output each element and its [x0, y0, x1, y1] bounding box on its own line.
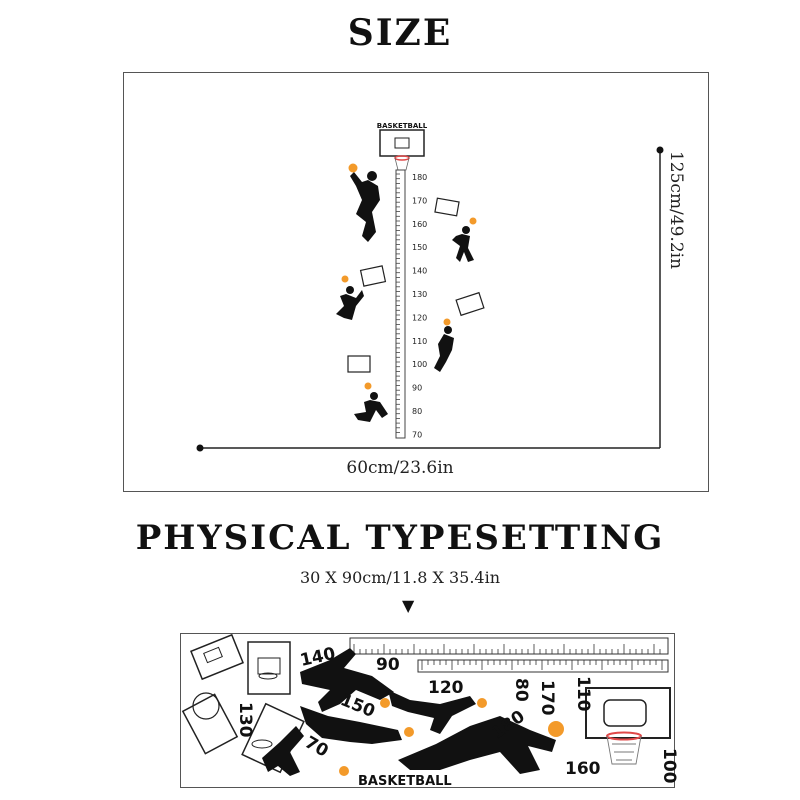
width-dimension-line — [196, 444, 660, 452]
ruler-tick-label: 110 — [412, 337, 427, 346]
sheet-number: 90 — [376, 655, 400, 675]
basketball-icon — [469, 217, 477, 225]
basketball-hoop-icon — [379, 129, 425, 171]
basketball-player-silhouette-icon — [434, 326, 454, 372]
size-title: SIZE — [347, 12, 453, 54]
basketball-icon — [380, 698, 390, 708]
basketball-icon — [348, 163, 358, 173]
ruler-tick-label: 120 — [412, 313, 427, 322]
ruler-tick-label: 100 — [412, 360, 427, 369]
basketball-player-silhouette-icon — [336, 286, 364, 320]
basketball-player-silhouette-icon — [262, 726, 304, 776]
basketball-icon — [339, 766, 349, 776]
basketball-player-silhouette-icon — [350, 171, 380, 242]
basketball-hoop-icon — [455, 291, 485, 317]
ruler-tick-label: 140 — [412, 267, 427, 276]
backboard-label: BASKETBALL — [377, 122, 428, 130]
basketball-hoop-icon — [347, 355, 371, 373]
basketball-hoop-icon — [359, 265, 387, 287]
height-dimension-line — [656, 146, 664, 448]
sheet-number: 80 — [511, 678, 531, 702]
height-ruler — [395, 169, 406, 439]
physical-dimensions: 30 X 90cm/11.8 X 35.4in — [299, 568, 501, 587]
basketball-icon — [443, 318, 451, 326]
sheet-ruler — [349, 637, 669, 673]
basketball-player-silhouette-icon — [388, 690, 476, 734]
sheet-number: 120 — [428, 678, 464, 698]
basketball-icon — [364, 382, 372, 390]
basketball-hoop-icon — [585, 687, 671, 765]
sheet-number: 160 — [565, 759, 601, 779]
basketball-icon — [341, 275, 349, 283]
ruler-tick-label: 90 — [412, 384, 422, 393]
ruler-tick-label: 70 — [412, 430, 422, 439]
basketball-icon — [548, 721, 564, 737]
ruler-tick-label: 180 — [412, 173, 427, 182]
basketball-icon — [404, 727, 414, 737]
basketball-hoop-icon — [434, 197, 460, 217]
sheet-number: 130 — [235, 702, 255, 738]
width-label: 60cm/23.6in — [346, 458, 454, 478]
basketball-hoop-icon — [190, 633, 244, 681]
down-arrow-icon: ▼ — [402, 596, 415, 615]
sheet-number: 110 — [573, 676, 593, 712]
basketball-player-silhouette-icon — [300, 706, 402, 744]
ruler-tick-label: 130 — [412, 290, 427, 299]
basketball-hoop-icon — [247, 641, 291, 695]
basketball-player-silhouette-icon — [452, 226, 474, 262]
basketball-hoop-icon — [181, 692, 239, 755]
basketball-player-silhouette-icon — [354, 392, 388, 422]
sheet-number: 100 — [659, 748, 679, 784]
basketball-icon — [477, 698, 487, 708]
ruler-tick-label: 170 — [412, 196, 427, 205]
ruler-tick-label: 80 — [412, 407, 422, 416]
physical-typesetting-title: PHYSICAL TYPESETTING — [135, 518, 665, 558]
ruler-tick-label: 150 — [412, 243, 427, 252]
ruler-tick-labels: 180 170 160 150 140 130 120 110 100 90 80 70 — [412, 173, 427, 439]
ruler-tick-label: 160 — [412, 220, 427, 229]
basketball-player-silhouette-icon — [300, 648, 394, 712]
sheet-number: 170 — [537, 680, 557, 716]
sheet-basketball-label: BASKETBALL — [358, 774, 452, 789]
basketball-player-silhouette-icon — [398, 716, 556, 774]
